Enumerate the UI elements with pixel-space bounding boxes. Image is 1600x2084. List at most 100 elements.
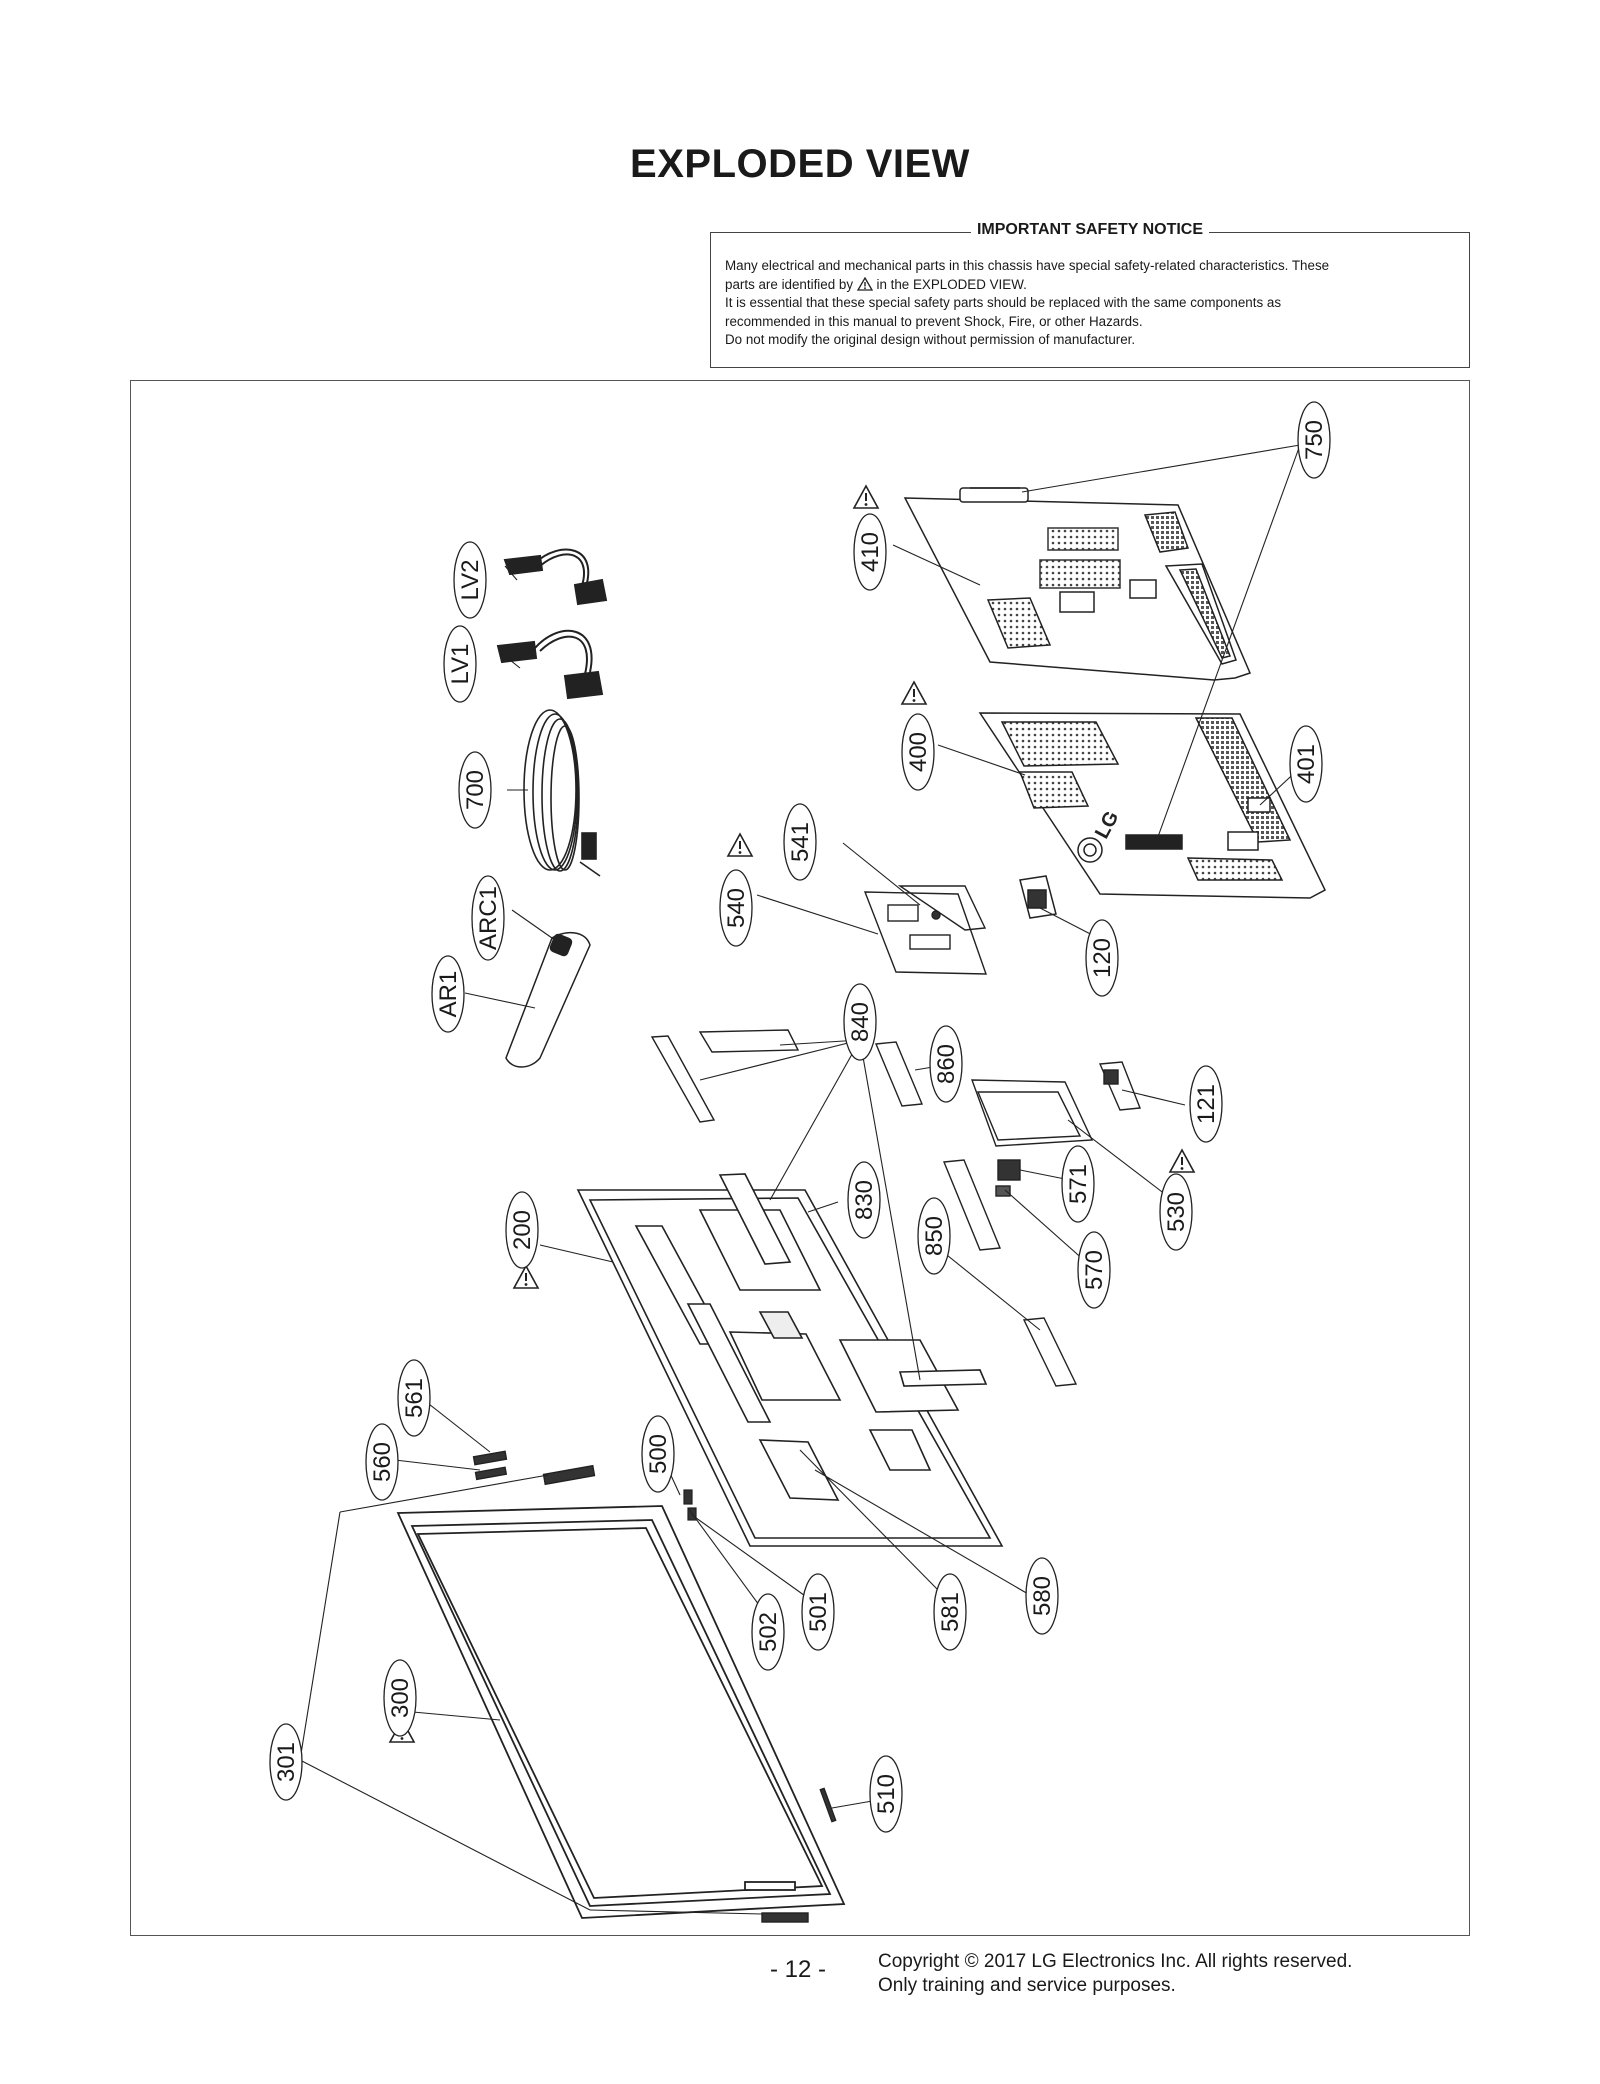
safety-notice-title: IMPORTANT SAFETY NOTICE	[970, 221, 1210, 238]
part-label-530: 530	[1159, 1173, 1193, 1251]
part-number-text: 700	[462, 770, 489, 810]
part-number-text: 561	[401, 1378, 428, 1418]
part-number-text: 860	[933, 1044, 960, 1084]
part-number-text: 541	[787, 822, 814, 862]
part-301	[761, 1912, 809, 1923]
part-label-570: 570	[1077, 1231, 1111, 1309]
part-label-510: 510	[869, 1755, 903, 1833]
part-number-text: 401	[1293, 744, 1320, 784]
front-bezel-300	[396, 1505, 846, 1919]
notice-line-5: Do not modify the original design withou…	[725, 332, 1136, 347]
safety-notice-body: Many electrical and mechanical parts in …	[725, 257, 1455, 350]
warning-triangle-icon	[513, 1265, 539, 1289]
part-number-text: 580	[1029, 1576, 1056, 1616]
warning-triangle-icon	[853, 485, 879, 509]
part-label-830: 830	[847, 1161, 881, 1239]
lv1-cable	[496, 629, 604, 700]
copyright: Copyright © 2017 LG Electronics Inc. All…	[878, 1950, 1352, 1998]
part-label-410: 410	[853, 513, 887, 591]
copyright-line-2: Only training and service purposes.	[878, 1975, 1176, 1996]
part-label-500: 500	[641, 1415, 675, 1493]
bracket-set-840	[650, 1029, 924, 1123]
part-label-840: 840	[843, 983, 877, 1061]
part-label-860: 860	[929, 1025, 963, 1103]
part-label-lv1: LV1	[443, 625, 477, 703]
part-number-text: 570	[1081, 1250, 1108, 1290]
part-number-text: ARC1	[475, 886, 502, 950]
warning-triangle-icon	[1169, 1149, 1195, 1173]
safety-notice-box: IMPORTANT SAFETY NOTICE Many electrical …	[710, 221, 1470, 368]
part-label-lv2: LV2	[453, 541, 487, 619]
part-number-text: 200	[509, 1210, 536, 1250]
part-label-561: 561	[397, 1359, 431, 1437]
part-label-540: 540	[719, 869, 753, 947]
part-number-text: 840	[847, 1002, 874, 1042]
copyright-line-1: Copyright © 2017 LG Electronics Inc. All…	[878, 1951, 1353, 1972]
part-number-text: LV2	[457, 560, 484, 601]
part-label-arc1: ARC1	[471, 875, 505, 961]
notice-line-4: recommended in this manual to prevent Sh…	[725, 313, 1143, 329]
part-number-text: LV1	[447, 644, 474, 685]
main-chassis-200	[576, 1173, 1004, 1547]
part-number-text: 571	[1065, 1164, 1092, 1204]
page-title: EXPLODED VIEW	[630, 142, 970, 186]
part-label-502: 502	[751, 1593, 785, 1671]
part-label-401: 401	[1289, 725, 1323, 803]
part-number-text: 120	[1089, 938, 1116, 978]
notice-line-1: Many electrical and mechanical parts in …	[725, 258, 1330, 273]
part-label-571: 571	[1061, 1145, 1095, 1223]
part-label-200: 200	[505, 1191, 539, 1269]
part-number-text: 530	[1163, 1192, 1190, 1232]
part-number-text: 581	[937, 1592, 964, 1632]
part-label-750: 750	[1297, 401, 1331, 479]
power-cord-700	[523, 709, 601, 877]
panel-board-530	[970, 1079, 1094, 1147]
part-label-541: 541	[783, 803, 817, 881]
part-number-text: AR1	[435, 971, 462, 1018]
part-label-581: 581	[933, 1573, 967, 1651]
lv2-cable	[503, 548, 608, 606]
notice-line-2: parts are identified by in the EXPLODED …	[725, 276, 1027, 292]
page-number: - 12 -	[770, 1956, 827, 1983]
part-label-501: 501	[801, 1573, 835, 1651]
part-number-text: 121	[1193, 1084, 1220, 1124]
part-label-560: 560	[365, 1423, 399, 1501]
part-label-ar1: AR1	[431, 955, 465, 1033]
part-label-400: 400	[901, 713, 935, 791]
warning-triangle-icon	[901, 681, 927, 705]
part-label-850: 850	[917, 1197, 951, 1275]
part-number-text: 300	[387, 1678, 414, 1718]
diagram-frame	[130, 380, 1470, 1936]
part-number-text: 301	[273, 1742, 300, 1782]
part-number-text: 410	[857, 532, 884, 572]
leader-lines	[299, 444, 1304, 1915]
part-number-text: 850	[921, 1216, 948, 1256]
notice-line-3: It is essential that these special safet…	[725, 295, 1282, 310]
part-number-text: 501	[805, 1592, 832, 1632]
part-number-text: 560	[369, 1442, 396, 1482]
part-number-text: 510	[873, 1774, 900, 1814]
part-120-bracket	[1019, 875, 1057, 919]
warning-triangle-icon	[856, 276, 873, 291]
part-label-120: 120	[1085, 919, 1119, 997]
part-number-text: 540	[723, 888, 750, 928]
small-parts-500-501-502	[683, 1489, 697, 1521]
part-571	[995, 1159, 1021, 1197]
rear-cover-400: LG	[978, 712, 1326, 899]
part-label-121: 121	[1189, 1065, 1223, 1143]
part-number-text: 502	[755, 1612, 782, 1652]
part-label-700: 700	[458, 751, 492, 829]
part-number-text: 830	[851, 1180, 878, 1220]
bracket-850	[942, 1159, 1078, 1387]
part-label-580: 580	[1025, 1557, 1059, 1635]
part-label-300: 300	[383, 1659, 417, 1737]
part-121-bracket	[1098, 1061, 1141, 1111]
back-cover-410	[903, 487, 1252, 681]
part-number-text: 400	[905, 732, 932, 772]
part-number-text: 500	[645, 1434, 672, 1474]
main-board-540	[863, 885, 987, 975]
part-label-301: 301	[269, 1723, 303, 1801]
remote-ar1	[505, 931, 591, 1068]
part-number-text: 750	[1301, 420, 1328, 460]
